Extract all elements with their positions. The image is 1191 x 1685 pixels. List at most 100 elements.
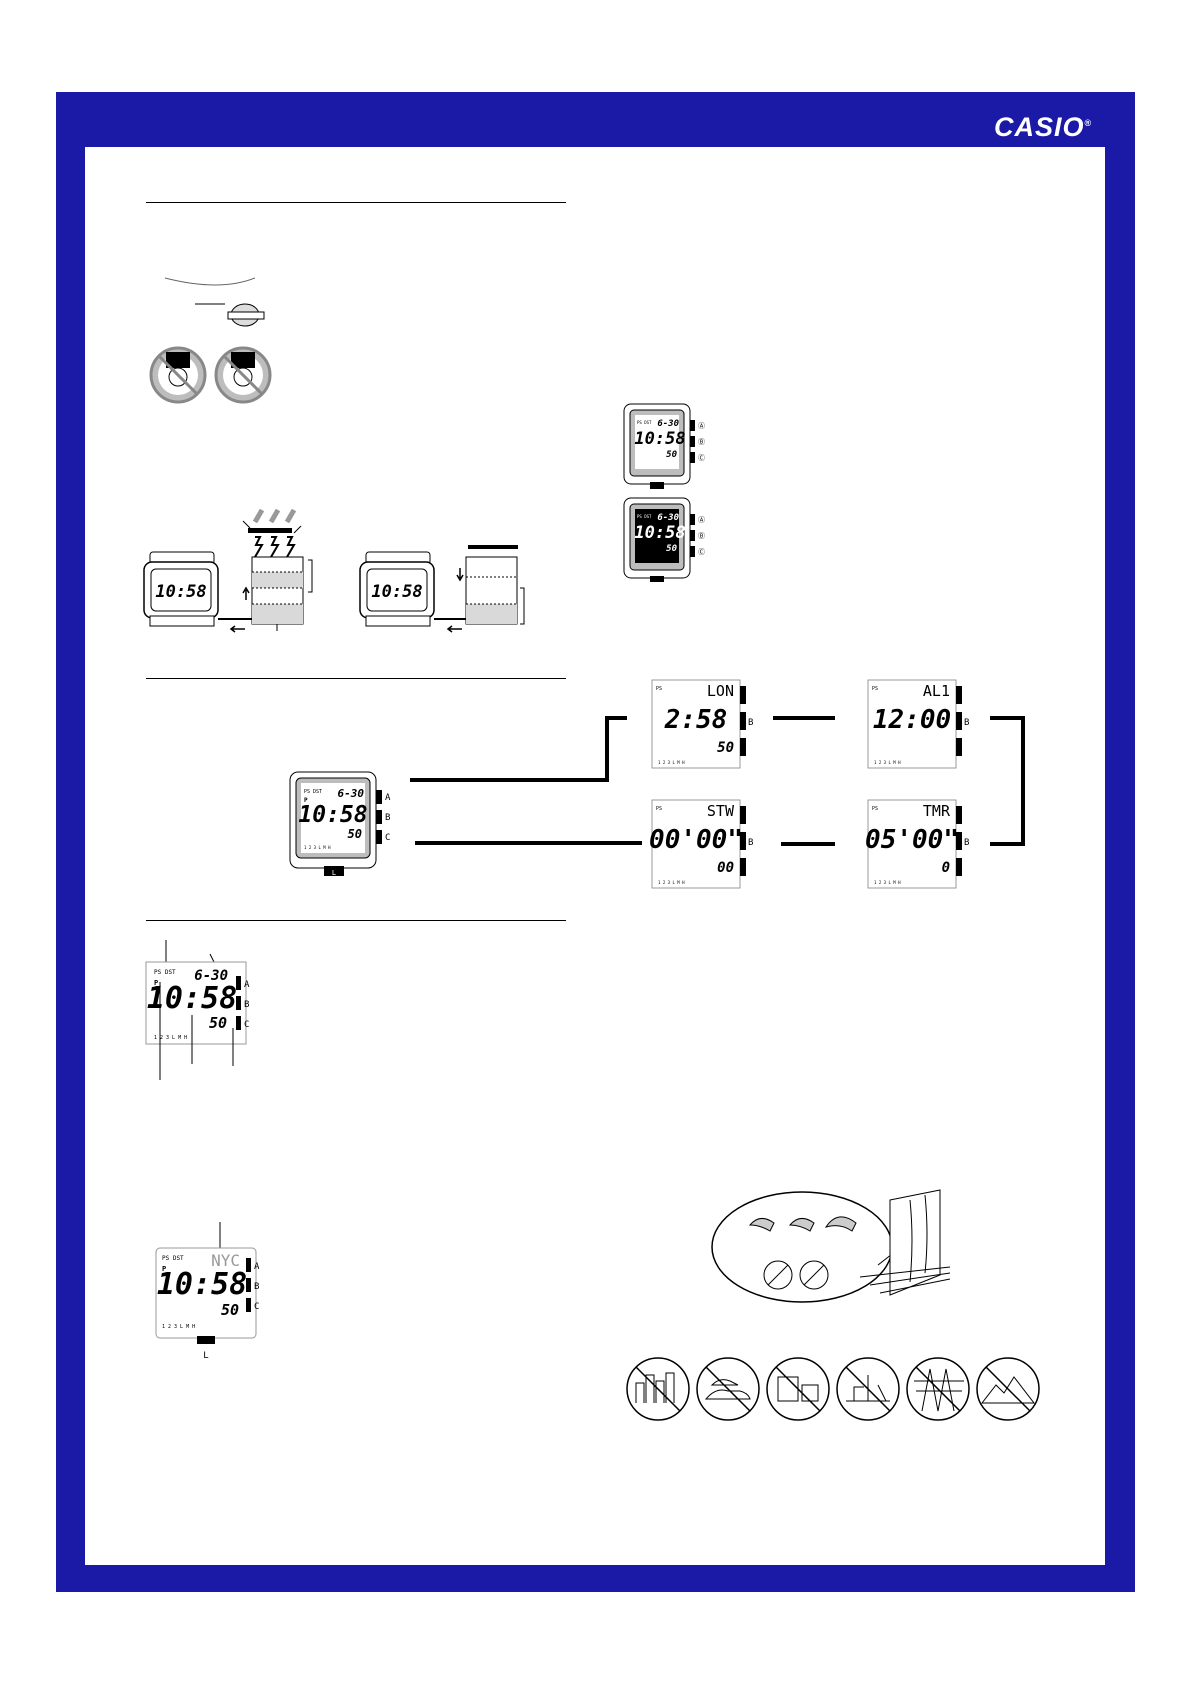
svg-text:L: L (203, 1351, 208, 1361)
svg-text:P: P (154, 979, 158, 987)
svg-text:50: 50 (221, 1301, 239, 1319)
svg-text:6-30: 6-30 (657, 513, 679, 523)
light-source (242, 508, 302, 558)
section-rule-1 (146, 202, 566, 203)
mode-screen-b-button: B (964, 838, 969, 848)
mode-screen-sub: 00 (717, 860, 734, 876)
small-watch-icon (195, 303, 265, 327)
svg-text:L: L (332, 869, 336, 877)
mode-screen-ticks: 1 2 3 L M H (658, 880, 685, 885)
mode-screen-label: STW (707, 802, 735, 820)
mode-screen-ps: PS (872, 806, 878, 812)
mode-screen-b-button: B (748, 718, 753, 728)
appliance-hazard-icon (766, 1357, 830, 1421)
svg-text:P: P (162, 1265, 166, 1273)
mode-screen-stopwatch: PS STW 00'00" 00 1 2 3 L M H B (650, 799, 753, 889)
svg-text:B: B (385, 813, 390, 823)
mode-screen-ticks: 1 2 3 L M H (874, 760, 901, 765)
svg-text:Ⓒ: Ⓒ (698, 548, 705, 556)
svg-text:10:58: 10:58 (147, 981, 237, 1016)
svg-text:10:58: 10:58 (298, 802, 367, 828)
watch-placement-illustration (149, 277, 272, 404)
normal-display-watch: PS DST 6-30 10:58 50 Ⓐ Ⓑ Ⓒ (623, 403, 705, 489)
svg-text:PS DST: PS DST (154, 969, 176, 976)
svg-text:50: 50 (348, 827, 362, 841)
svg-text:1 2 3 L M H: 1 2 3 L M H (154, 1035, 187, 1041)
construction-hazard-icon (836, 1357, 900, 1421)
mode-screen-world_time: PS LON 2:58 50 1 2 3 L M H B (651, 679, 753, 769)
mode-screen-ticks: 1 2 3 L M H (874, 880, 901, 885)
mode-screen-main: 2:58 (664, 705, 728, 735)
svg-text:1 2 3 L M H: 1 2 3 L M H (162, 1324, 195, 1330)
svg-text:P: P (304, 797, 308, 804)
mode-screen-ticks: 1 2 3 L M H (658, 760, 685, 765)
inverted-display-watch: PS DST 6-30 10:58 50 Ⓐ Ⓑ Ⓒ (623, 497, 705, 582)
svg-text:50: 50 (209, 1014, 227, 1032)
svg-text:Ⓒ: Ⓒ (698, 454, 705, 462)
city-hazard-icon (626, 1357, 690, 1421)
mode-screen-main: 00'00" (650, 825, 743, 855)
mode-screen-main: 12:00 (873, 705, 951, 735)
mode-screen-sub: 50 (717, 740, 734, 756)
svg-text:Ⓐ: Ⓐ (698, 422, 705, 430)
prohibited-sleeve-icon (149, 346, 207, 404)
mode-screen-sub: 0 (942, 860, 950, 876)
window-sill-icon (859, 1189, 951, 1296)
svg-text:PS DST: PS DST (304, 789, 322, 795)
mode-screen-label: TMR (923, 802, 951, 820)
discharging-watch-time: 10:58 (371, 582, 422, 602)
svg-text:Ⓑ: Ⓑ (698, 532, 705, 540)
timekeeping-display-annotated: PS DST P 6-30 10:58 50 1 2 3 L M H A B C (145, 940, 250, 1080)
mode-screen-alarm: PS AL1 12:00 1 2 3 L M H B (867, 679, 969, 769)
svg-text:50: 50 (666, 450, 677, 460)
svg-text:B: B (254, 1282, 259, 1292)
charging-watch: 10:58 (143, 551, 219, 627)
mode-screen-ps: PS (872, 686, 878, 692)
charging-diagram: 10:58 10:58 (143, 508, 525, 633)
window-storage-illustration (711, 1189, 951, 1303)
svg-text:PS DST: PS DST (637, 420, 652, 425)
mode-screen-b-button: B (748, 838, 753, 848)
section-rule-3 (146, 920, 566, 921)
svg-text:PS DST: PS DST (637, 514, 652, 519)
mode-screen-b-button: B (964, 718, 969, 728)
mode-screen-ps: PS (656, 806, 662, 812)
prohibited-cover-icon (214, 346, 272, 404)
car-hazard-icon (696, 1357, 760, 1421)
mountain-hazard-icon (976, 1357, 1040, 1421)
svg-text:10:58: 10:58 (634, 523, 685, 543)
battery-level-charging (218, 556, 313, 633)
svg-text:6-30: 6-30 (338, 787, 365, 800)
svg-text:10:58: 10:58 (634, 429, 685, 449)
power-line-hazard-icon (906, 1357, 970, 1421)
svg-text:Ⓐ: Ⓐ (698, 516, 705, 524)
svg-text:A: A (385, 793, 391, 803)
svg-text:1 2 3 L M H: 1 2 3 L M H (304, 845, 331, 850)
casio-logo: CASIO® (994, 112, 1093, 142)
mode-diagram-watch: PS DST P 6-30 10:58 50 1 2 3 L M H A B C… (289, 771, 391, 877)
svg-text:10:58: 10:58 (157, 1267, 247, 1302)
svg-text:Ⓑ: Ⓑ (698, 438, 705, 446)
section-rule-2 (146, 678, 566, 679)
svg-text:50: 50 (666, 544, 677, 554)
mode-screen-label: LON (707, 682, 734, 700)
mode-screen-ps: PS (656, 686, 662, 692)
svg-text:C: C (244, 1020, 249, 1030)
svg-text:C: C (254, 1302, 259, 1312)
svg-text:C: C (385, 833, 390, 843)
charging-watch-time: 10:58 (155, 582, 206, 602)
display-contrast-examples: PS DST 6-30 10:58 50 Ⓐ Ⓑ Ⓒ PS DST 6-30 10:… (623, 403, 705, 582)
mode-screen-main: 05'00" (866, 825, 959, 855)
svg-text:PS DST: PS DST (162, 1255, 184, 1262)
mode-screen-label: AL1 (923, 682, 950, 700)
svg-text:B: B (244, 1000, 249, 1010)
svg-text:A: A (254, 1262, 260, 1272)
discharging-watch: 10:58 (359, 551, 435, 627)
home-city-code: NYC (211, 1251, 240, 1270)
battery-level-discharging (434, 545, 525, 633)
svg-text:6-30: 6-30 (657, 419, 679, 429)
watch-orientation-icons (748, 1216, 857, 1290)
home-city-display: PS DST P NYC 10:58 50 1 2 3 L M H A B C … (155, 1222, 260, 1361)
mode-screen-timer: PS TMR 05'00" 0 1 2 3 L M H B (866, 799, 969, 889)
svg-text:6-30: 6-30 (194, 968, 228, 984)
